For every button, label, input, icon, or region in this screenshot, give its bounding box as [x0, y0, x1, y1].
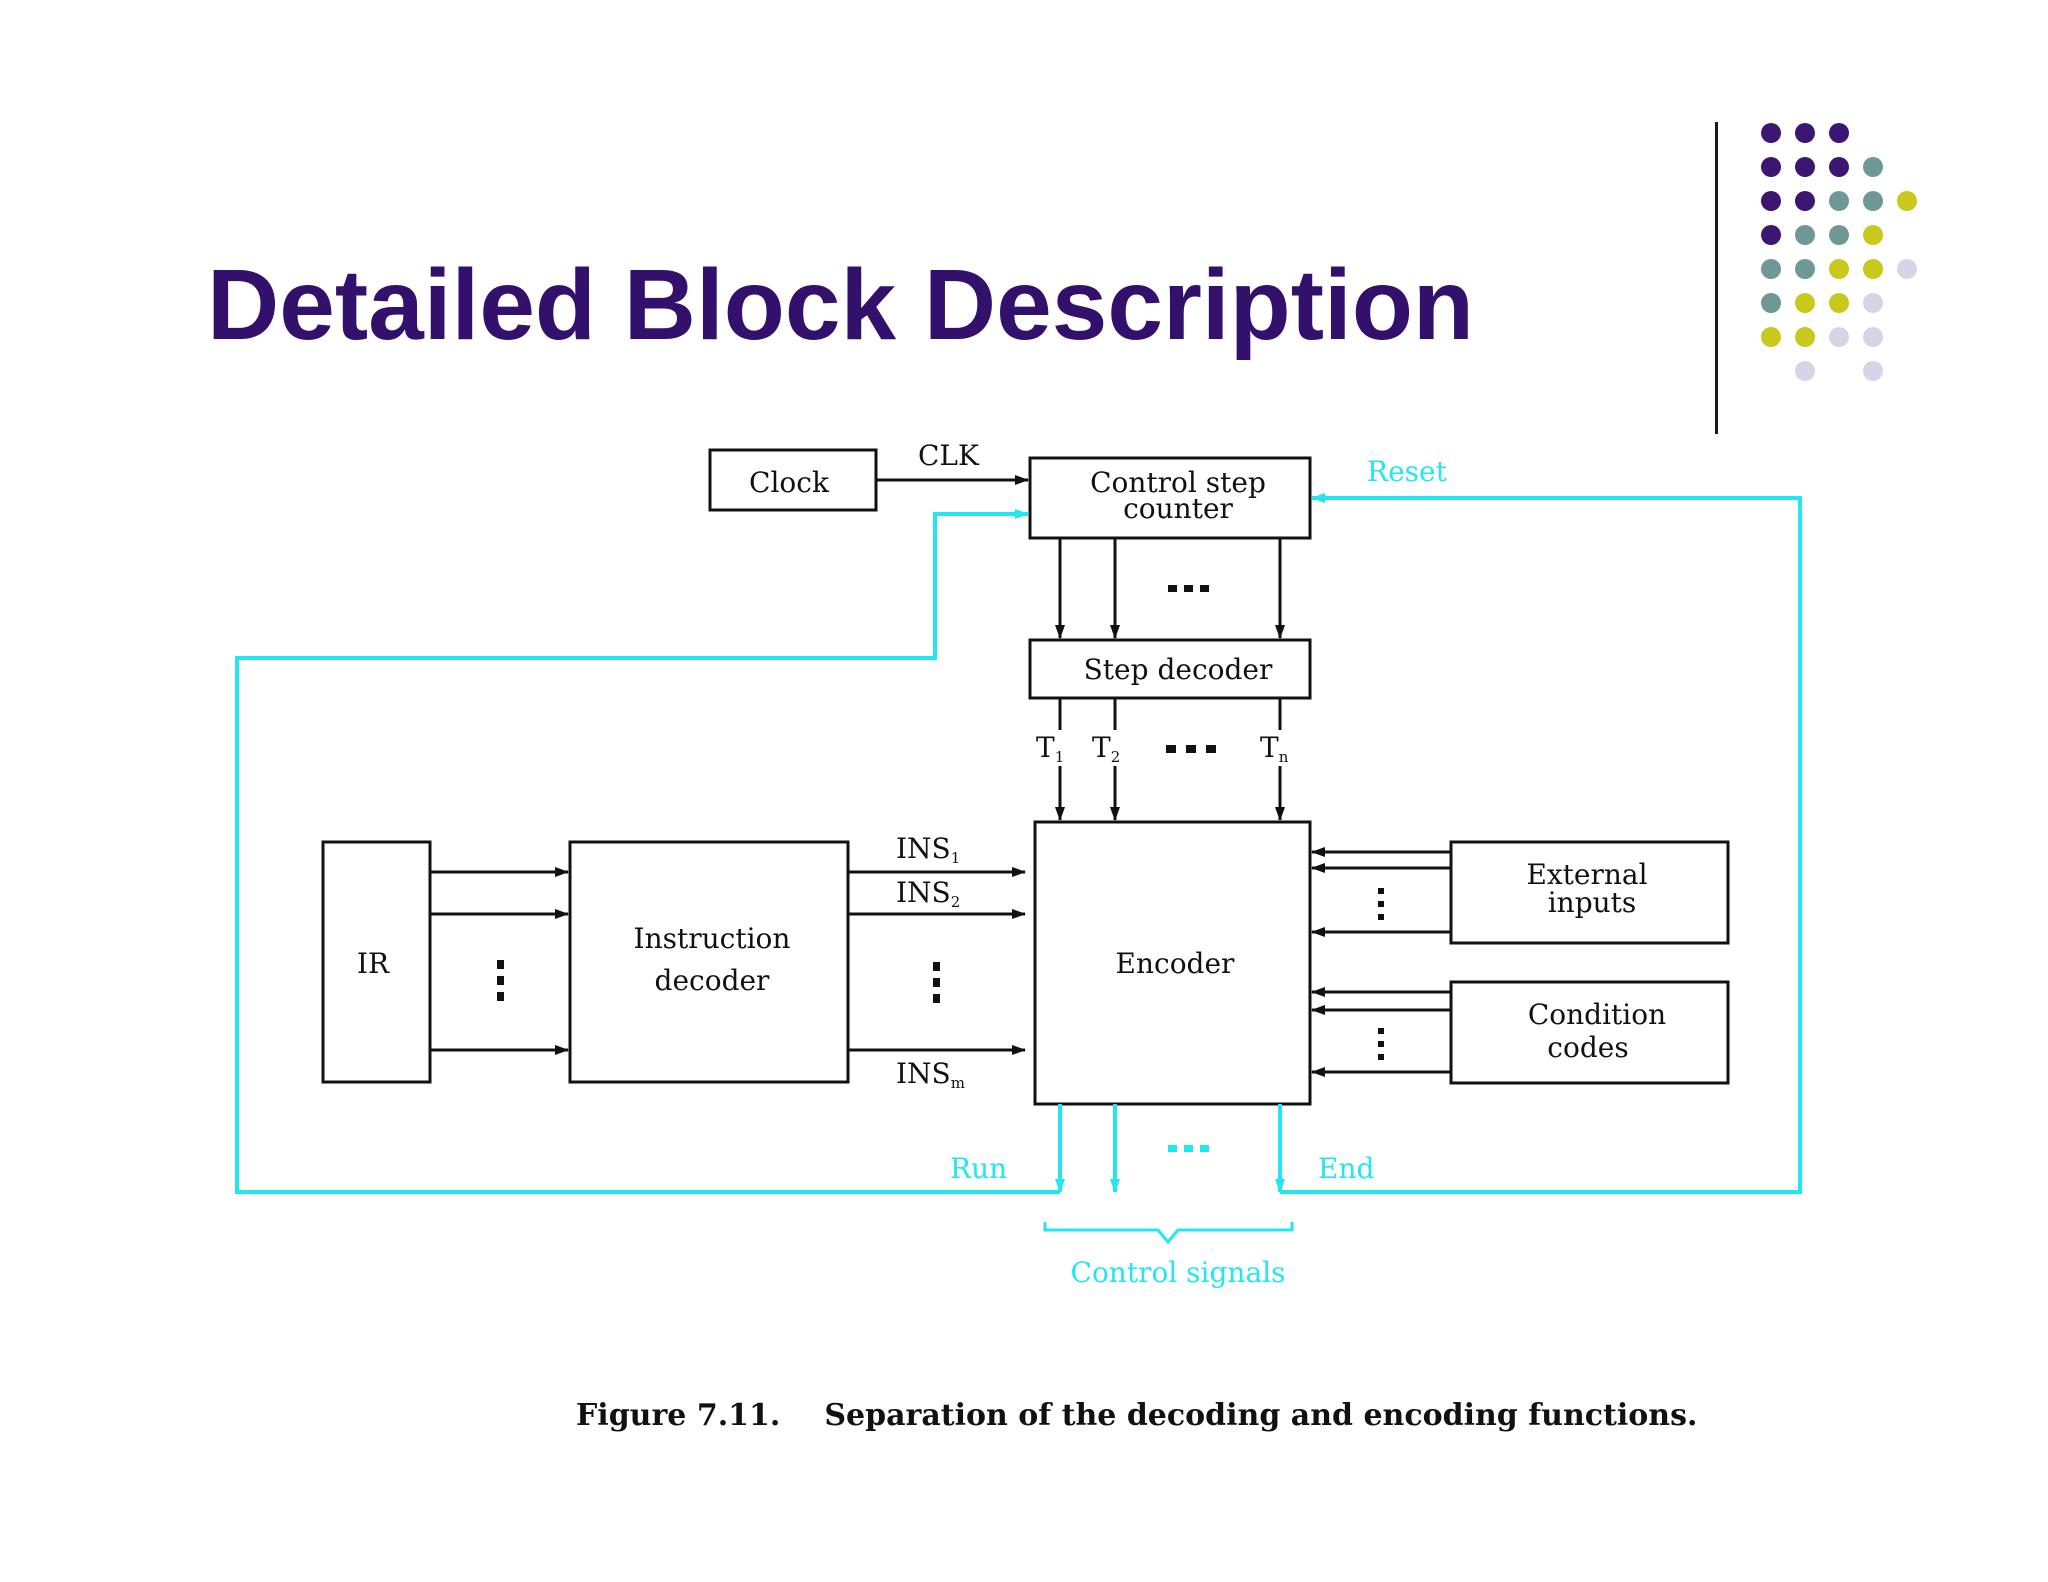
- decor-dot: [1829, 157, 1849, 177]
- decor-dot: [1829, 327, 1849, 347]
- ir-ellipsis: [497, 960, 504, 1001]
- end-label: End: [1318, 1152, 1374, 1185]
- decor-dot: [1761, 123, 1781, 143]
- decor-dot: [1795, 225, 1815, 245]
- control-signals-label: Control signals: [1071, 1256, 1286, 1289]
- insm-label: INSm: [896, 1057, 965, 1092]
- decor-dot: [1761, 157, 1781, 177]
- instr-label-line1: Instruction: [634, 922, 791, 955]
- decor-dot: [1795, 327, 1815, 347]
- decor-dot: [1761, 327, 1781, 347]
- decor-dot: [1829, 191, 1849, 211]
- counter-label-line2: counter: [1123, 492, 1233, 525]
- encoder-block: [1033, 820, 1312, 1106]
- instr-label-line2: decoder: [655, 964, 771, 997]
- counter-ellipsis: [1168, 585, 1209, 592]
- ir-block: [321, 840, 432, 1084]
- decor-dot: [1829, 293, 1849, 313]
- decor-dot: [1795, 361, 1815, 381]
- decor-dot-grid: [1761, 123, 1917, 381]
- tn-label: Tn: [1260, 731, 1289, 766]
- run-label: Run: [950, 1152, 1007, 1185]
- decor-dot: [1795, 157, 1815, 177]
- clock-block: [708, 448, 878, 512]
- decor-dot: [1863, 293, 1883, 313]
- decor-dot: [1795, 293, 1815, 313]
- counter-label-line1: Control step: [1090, 466, 1266, 499]
- end-reset-loop: [1280, 493, 1802, 1194]
- cond-label-line1: Condition: [1528, 998, 1666, 1031]
- decor-dot: [1897, 259, 1917, 279]
- ins2-label: INS2: [896, 876, 960, 911]
- ir-label: IR: [357, 947, 390, 980]
- cond-label-line2: codes: [1547, 1031, 1628, 1064]
- decor-dot: [1863, 327, 1883, 347]
- ext-label-line1: External: [1526, 858, 1647, 891]
- slide-title: Detailed Block Description: [207, 249, 1474, 361]
- step-decoder-label: Step decoder: [1084, 653, 1273, 686]
- condition-codes-block: [1449, 980, 1730, 1085]
- decor-dot: [1761, 293, 1781, 313]
- decor-dot: [1863, 259, 1883, 279]
- decor-dot: [1863, 157, 1883, 177]
- step-decoder-block: [1028, 638, 1312, 700]
- decor-dot: [1863, 361, 1883, 381]
- clock-label: Clock: [749, 466, 830, 499]
- t1-label: T1: [1036, 731, 1064, 766]
- t-ellipsis: [1166, 745, 1216, 753]
- instruction-decoder-block: [568, 840, 850, 1084]
- ins-ellipsis: [933, 962, 940, 1003]
- figure-caption: Figure 7.11. Separation of the decoding a…: [576, 1398, 1697, 1433]
- control-signals-brace: [1043, 1222, 1294, 1245]
- external-inputs-block: [1449, 840, 1730, 945]
- clk-label: CLK: [918, 439, 980, 472]
- ext-ellipsis: [1378, 888, 1384, 920]
- decor-dot: [1761, 259, 1781, 279]
- decor-dot: [1897, 191, 1917, 211]
- decor-dot: [1863, 191, 1883, 211]
- figure-caption-text: Separation of the decoding and encoding …: [824, 1398, 1698, 1433]
- decor-dot: [1795, 191, 1815, 211]
- t2-label: T2: [1092, 731, 1120, 766]
- decor-dot: [1795, 123, 1815, 143]
- encoder-label: Encoder: [1116, 947, 1236, 980]
- ins1-label: INS1: [896, 832, 960, 867]
- run-feedback-loop: [235, 509, 1060, 1194]
- decor-dot: [1863, 225, 1883, 245]
- ext-label-line2: inputs: [1548, 886, 1637, 919]
- control-step-counter-block: [1028, 456, 1312, 540]
- decor-dot: [1761, 225, 1781, 245]
- decor-dot: [1829, 259, 1849, 279]
- decor-dot: [1795, 259, 1815, 279]
- decor-dot: [1761, 191, 1781, 211]
- output-ellipsis: [1168, 1145, 1209, 1152]
- decor-dot: [1829, 123, 1849, 143]
- reset-label: Reset: [1367, 455, 1448, 488]
- figure-number: Figure 7.11.: [576, 1398, 781, 1433]
- decor-dot: [1829, 225, 1849, 245]
- cond-ellipsis: [1378, 1028, 1384, 1060]
- decor-divider-line: [1715, 122, 1718, 434]
